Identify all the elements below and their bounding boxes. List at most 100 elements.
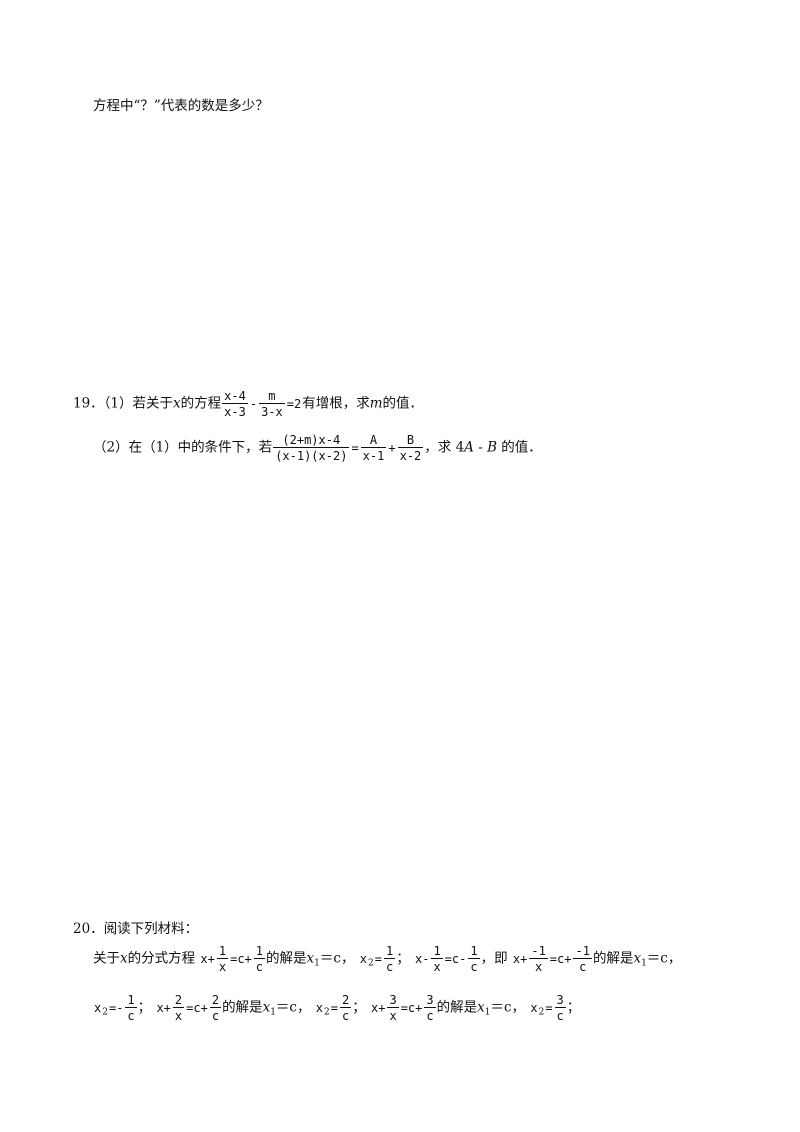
denominator: x [174,1009,183,1023]
operator: = [351,440,359,455]
subscript: 1 [314,958,320,969]
operator: - [249,396,258,411]
equation-part: =c+ [186,1000,208,1015]
q19-p2-text-b: ，求 4 [424,439,465,456]
text: ＝c， [646,950,682,967]
denominator: (x-1)(x-2) [275,449,348,463]
var-B: B [487,439,497,456]
denominator: x [218,960,227,974]
denominator: 3-x [261,405,283,419]
var-x: x [120,950,128,967]
denominator: x [534,960,543,974]
equation-part: x [315,1000,324,1015]
denominator: x [389,1009,397,1023]
text: ＝c， [490,999,526,1016]
numerator: 2 [172,993,185,1008]
operator: =- [108,1000,124,1015]
text: 的解是 [592,950,634,967]
denominator: c [579,960,587,974]
subscript: 2 [367,958,374,969]
fraction: (2+m)x-4(x-1)(x-2) [273,434,350,463]
numerator: 1 [216,944,229,959]
numerator: 3 [387,993,399,1008]
operator: + [388,440,396,455]
text: ＝c， [275,999,311,1016]
numerator: m [259,390,285,404]
denominator: c [426,1009,434,1023]
q20-heading: 20．阅读下列材料： [73,917,198,937]
numerator: 3 [554,993,566,1008]
text: ，即 [480,950,508,967]
subscript: 1 [641,958,647,969]
denominator: c [470,960,478,974]
numerator: 1 [125,993,137,1008]
operator: = [330,1000,338,1015]
question-text: 方程中“？”代表的数是多少？ [93,94,269,114]
denominator: c [211,1009,220,1023]
q19-p2-text-a: （2）在（1）中的条件下，若 [93,439,273,456]
punct: ； [352,999,366,1016]
equation-part: x- [414,951,430,966]
var-m: m [369,395,383,412]
equation-part: x [94,1000,102,1015]
text: 的解是 [436,999,478,1016]
equation-part: =c+ [549,951,572,966]
punct: ； [396,950,410,967]
text: 的解是 [266,950,307,967]
operator: = [545,1000,553,1015]
numerator: A [360,434,387,448]
equation-part: =c+ [230,951,252,966]
equation-part: =c- [444,951,467,966]
subscript: 2 [538,1007,545,1018]
punct: ； [137,999,152,1016]
equation-part: x+ [512,951,528,966]
question-number: 20． [73,921,104,937]
denominator: c [255,960,264,974]
denominator: c [556,1009,564,1023]
numerator: -1 [529,944,548,959]
question-number: 19． [73,395,104,412]
var-x: x [306,950,315,967]
equation-part: x [359,951,367,966]
equation-part: x+ [200,951,215,966]
numerator: 1 [253,944,266,959]
numerator: 2 [339,993,352,1008]
var-A: A [464,439,474,456]
equation-part: x+ [371,1000,386,1015]
subscript: 1 [484,1007,491,1018]
numerator: -1 [573,944,592,959]
q19-p1-text-a: （1）若关于 [103,395,174,412]
var-x: x [173,395,181,412]
numerator: 3 [424,993,436,1008]
q19-p2-text-c: - [473,439,488,456]
subscript: 2 [102,1007,108,1018]
denominator: c [341,1009,350,1023]
numerator: B [397,434,424,448]
denominator: x [433,960,441,974]
denominator: c [385,960,394,974]
denominator: x-3 [224,405,246,419]
numerator: 1 [383,944,396,959]
subscript: 2 [324,1007,330,1018]
numerator: 1 [468,944,480,959]
numerator: (2+m)x-4 [273,434,350,448]
var-x: x [477,999,485,1016]
prev-question-line: 方程中“？”代表的数是多少？ [93,98,269,114]
q19-p1-text-d: 的值． [382,395,424,412]
